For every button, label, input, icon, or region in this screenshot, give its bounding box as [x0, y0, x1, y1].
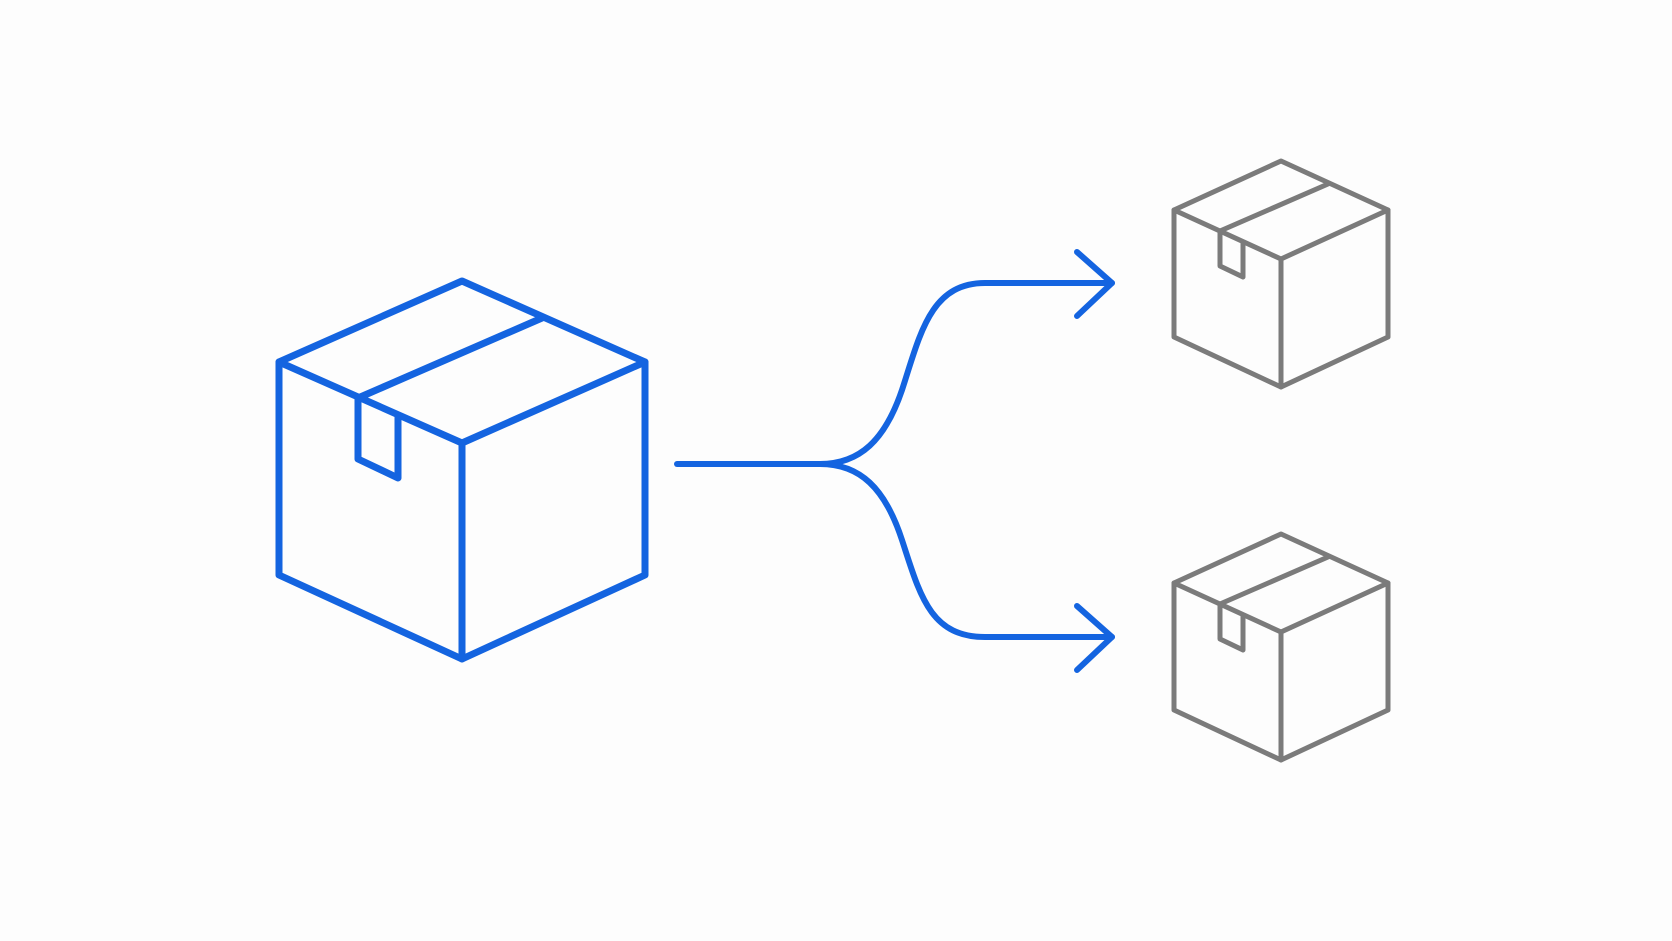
package-icon: [1171, 158, 1391, 390]
target-package-bottom: [1171, 531, 1391, 763]
arrow-right-icon: [817, 249, 1115, 467]
target-package-top: [1171, 158, 1391, 390]
split-connector: [674, 249, 1115, 673]
source-package: [275, 277, 649, 663]
package-icon: [275, 277, 649, 663]
arrow-right-icon: [817, 461, 1115, 673]
package-icon: [1171, 531, 1391, 763]
